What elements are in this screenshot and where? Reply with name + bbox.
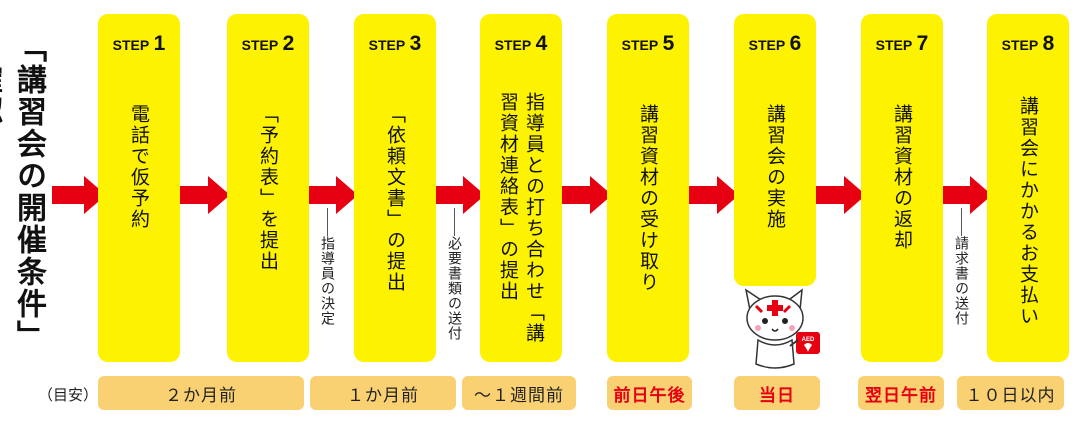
timeline-day-before: 前日午後 bbox=[607, 376, 692, 410]
step-number: 7 bbox=[916, 32, 929, 55]
step-word: STEP bbox=[875, 37, 913, 53]
flow-arrow-icon bbox=[176, 176, 230, 214]
step-description: 講習会の実施 bbox=[764, 104, 786, 230]
step-description: 指導員との打ち合わせ「講習資材連絡表」の提出 bbox=[497, 92, 545, 344]
timeline-same-day: 当日 bbox=[734, 376, 820, 410]
step-label: STEP 5 bbox=[607, 32, 689, 56]
step-number: 2 bbox=[282, 32, 295, 55]
step-word: STEP bbox=[241, 37, 279, 53]
step-number: 5 bbox=[662, 32, 675, 55]
flow-arrow-icon bbox=[685, 176, 739, 214]
flow-arrow-icon bbox=[938, 176, 992, 214]
timeline-two-months: ２か月前 bbox=[98, 376, 304, 410]
step-word: STEP bbox=[1001, 37, 1039, 53]
step-3: STEP 3 「依頼文書」の提出 bbox=[354, 14, 436, 362]
step-description: 講習会にかかるお支払い bbox=[1017, 96, 1039, 327]
step-word: STEP bbox=[368, 37, 406, 53]
step-word: STEP bbox=[621, 37, 659, 53]
step-label: STEP 1 bbox=[98, 32, 180, 56]
note-invoice-sent: 請求書の送付 bbox=[952, 208, 970, 326]
step-word: STEP bbox=[112, 37, 150, 53]
step-description: 「依頼文書」の提出 bbox=[384, 104, 406, 293]
flow-arrow-icon bbox=[558, 176, 612, 214]
timeline-within-10-days: １０日以内 bbox=[957, 376, 1064, 410]
step-1: STEP 1 電話で仮予約 bbox=[98, 14, 180, 362]
step-number: 8 bbox=[1042, 32, 1055, 55]
step-label: STEP 3 bbox=[354, 32, 436, 56]
flow-arrow-icon bbox=[431, 176, 485, 214]
flow-arrow-icon bbox=[812, 176, 866, 214]
step-8: STEP 8 講習会にかかるお支払い bbox=[987, 14, 1069, 362]
step-2: STEP 2 「予約表」を提出 bbox=[227, 14, 309, 362]
step-description: 講習資材の受け取り bbox=[637, 104, 659, 293]
step-number: 6 bbox=[789, 32, 802, 55]
step-label: STEP 2 bbox=[227, 32, 309, 56]
timeline-one-month: １か月前 bbox=[310, 376, 456, 410]
step-number: 3 bbox=[409, 32, 422, 55]
step-description: 講習資材の返却 bbox=[891, 104, 913, 251]
step-4: STEP 4 指導員との打ち合わせ「講習資材連絡表」の提出 bbox=[480, 14, 562, 362]
step-word: STEP bbox=[494, 37, 532, 53]
step-word: STEP bbox=[748, 37, 786, 53]
step-7: STEP 7 講習資材の返却 bbox=[861, 14, 943, 362]
step-number: 1 bbox=[153, 32, 166, 55]
flow-arrow-icon bbox=[304, 176, 358, 214]
step-description: 電話で仮予約 bbox=[128, 104, 150, 230]
timeline-one-week: 〜１週間前 bbox=[462, 376, 576, 410]
note-documents-sent: 必要書類の送付 bbox=[445, 208, 463, 341]
step-number: 4 bbox=[535, 32, 548, 55]
step-label: STEP 4 bbox=[480, 32, 562, 56]
timeline-label: （目安） bbox=[38, 386, 99, 404]
page-title: 「講習会の開催条件」を確認 bbox=[0, 32, 46, 352]
note-instructor-decision: 指導員の決定 bbox=[318, 208, 336, 326]
step-label: STEP 8 bbox=[987, 32, 1069, 56]
flow-arrow-icon bbox=[52, 176, 106, 214]
step-label: STEP 6 bbox=[734, 32, 816, 56]
aed-badge-text: AED bbox=[802, 337, 815, 343]
mascot-cat-icon: AED bbox=[744, 288, 820, 369]
timeline-next-morning: 翌日午前 bbox=[858, 376, 944, 410]
step-label: STEP 7 bbox=[861, 32, 943, 56]
step-5: STEP 5 講習資材の受け取り bbox=[607, 14, 689, 362]
step-6: STEP 6 講習会の実施 bbox=[734, 14, 816, 286]
step-description: 「予約表」を提出 bbox=[257, 104, 279, 272]
